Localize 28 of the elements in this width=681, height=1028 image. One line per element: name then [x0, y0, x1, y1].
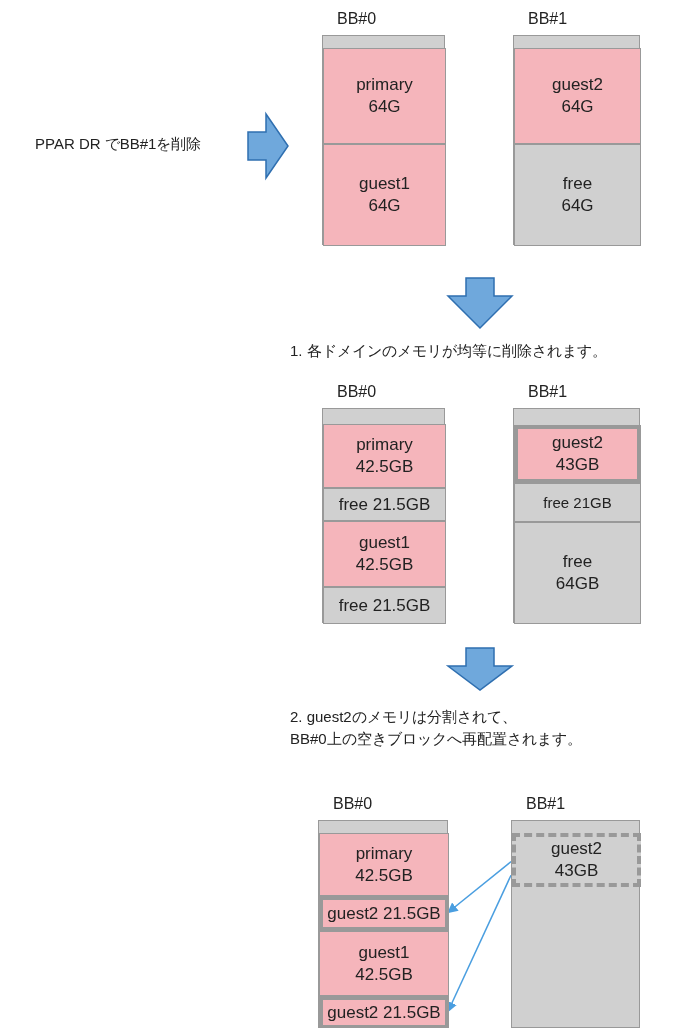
free-block: free 21GB [514, 483, 641, 522]
column-heading: BB#0 [337, 10, 377, 28]
step-caption: 1. 各ドメインのメモリが均等に削除されます。 [290, 342, 680, 364]
free-block: guest2 43GB [512, 833, 641, 887]
allocated-block: guest2 43GB [514, 425, 641, 483]
column-heading: BB#1 [528, 383, 568, 401]
allocated-block: primary 42.5GB [319, 833, 449, 896]
free-block: free 21.5GB [323, 587, 446, 624]
free-block: free 64GB [514, 522, 641, 624]
operation-label: PPAR DR でBB#1を削除 [35, 135, 235, 157]
column-heading: BB#1 [526, 795, 566, 813]
column-heading: BB#0 [337, 383, 377, 401]
allocated-block: guest2 64G [514, 48, 641, 144]
allocated-block: guest1 64G [323, 144, 446, 246]
column-heading: BB#1 [528, 10, 568, 28]
allocated-block: guest2 21.5GB [319, 996, 449, 1028]
allocated-block: guest1 42.5GB [319, 931, 449, 996]
allocated-block: guest2 21.5GB [319, 896, 449, 931]
allocated-block: primary 42.5GB [323, 424, 446, 488]
block-arrow [445, 647, 515, 691]
free-block: free 64G [514, 144, 641, 246]
allocated-block: guest1 42.5GB [323, 521, 446, 587]
step-caption: 2. guest2のメモリは分割されて、 BB#0上の空きブロックへ再配置されます。 [288, 706, 678, 756]
free-block: free 21.5GB [323, 488, 446, 521]
block-arrow [247, 111, 289, 181]
allocated-block: primary 64G [323, 48, 446, 144]
block-arrow [446, 277, 514, 330]
column-heading: BB#0 [333, 795, 373, 813]
